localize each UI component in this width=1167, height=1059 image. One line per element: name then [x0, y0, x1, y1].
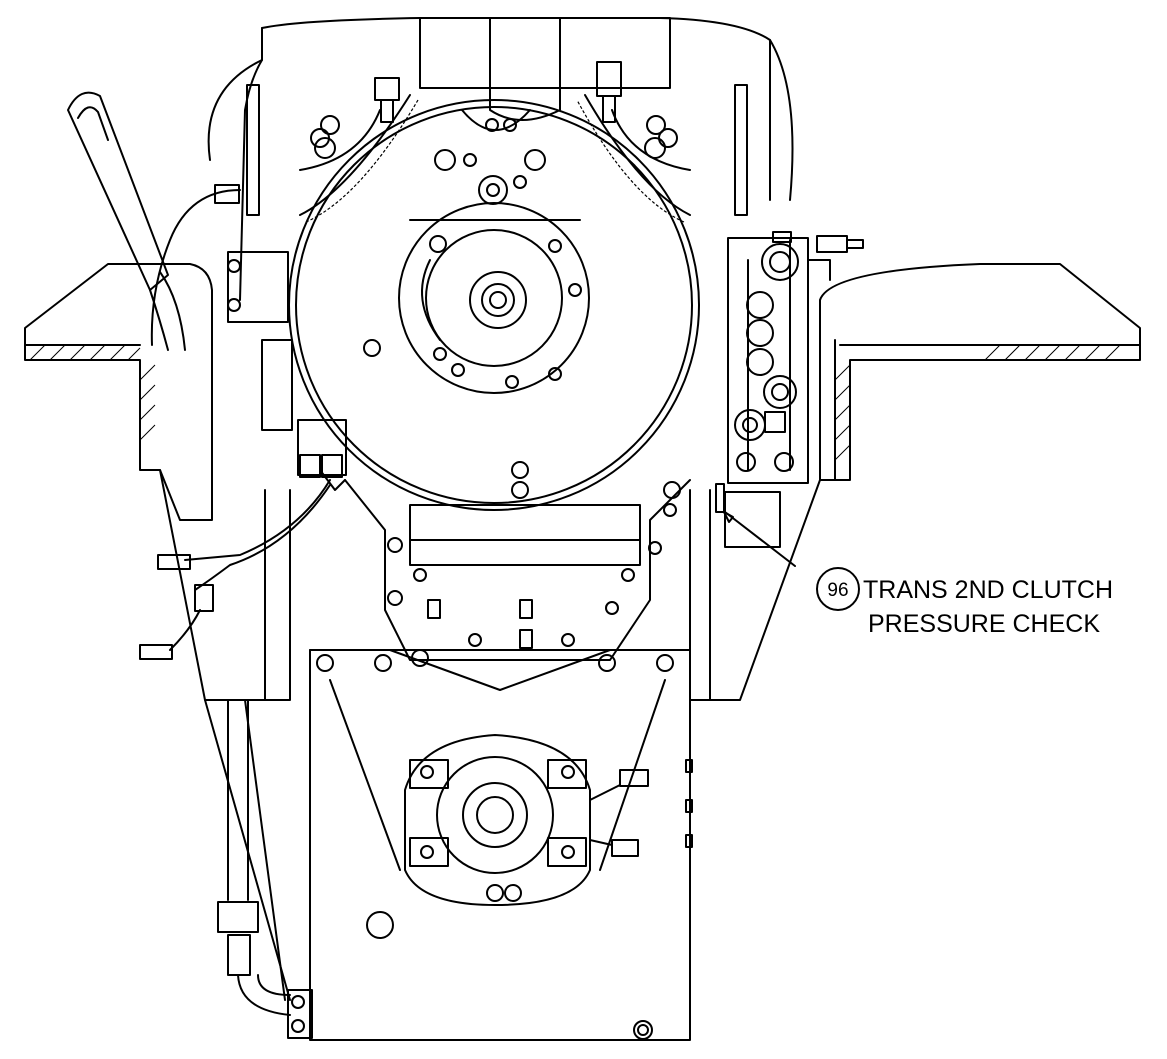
lower-cover-plate	[309, 649, 693, 1041]
left-fender	[24, 263, 213, 521]
top-fittings	[374, 61, 622, 123]
callout-96: 96 TRANS 2ND CLUTCH PRESSURE CHECK	[816, 567, 1113, 638]
callout-label-line1: TRANS 2ND CLUTCH	[863, 576, 1113, 604]
shift-lever	[67, 91, 186, 351]
main-housing	[288, 99, 700, 511]
callout-label-line2: PRESSURE CHECK	[868, 610, 1100, 638]
wiring-harness	[139, 184, 346, 660]
solenoid-valve-stack	[727, 231, 864, 484]
pressure-check-port	[715, 483, 796, 567]
left-valve-block	[227, 251, 347, 478]
gear-segments	[299, 94, 691, 223]
hydraulic-line	[217, 699, 313, 1039]
upper-bolt-clusters	[299, 109, 691, 171]
right-fender	[819, 263, 1141, 481]
rear-hub-assembly	[404, 734, 649, 906]
top-housing	[207, 17, 794, 301]
housing-bolts	[363, 149, 582, 499]
callout-number: 96	[827, 580, 848, 601]
